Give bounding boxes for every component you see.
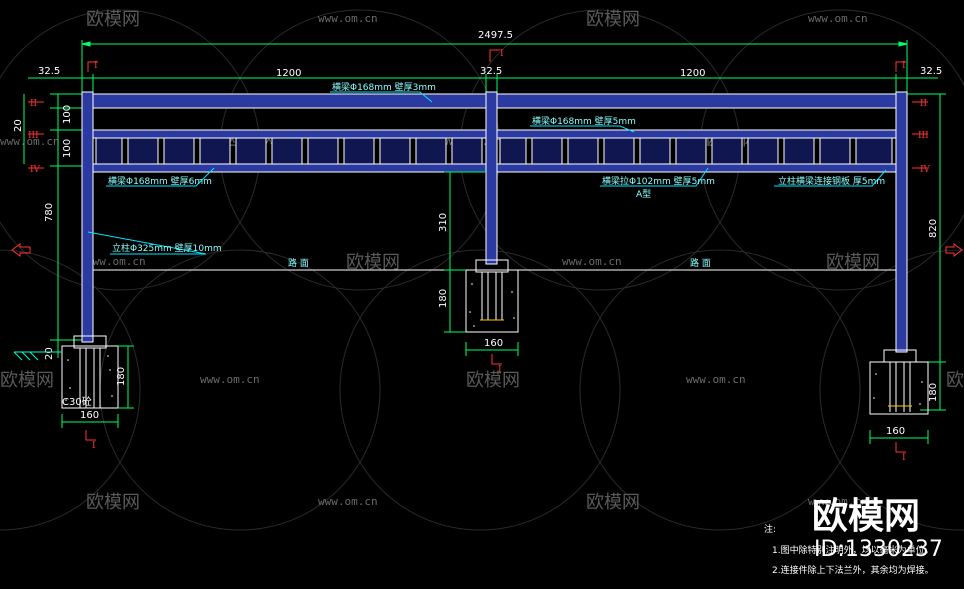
watermark-url: www.om.cn bbox=[86, 255, 146, 268]
section-mark-i: I bbox=[500, 49, 504, 59]
road-label: 路 面 bbox=[690, 257, 711, 269]
section-markers-top bbox=[87, 49, 906, 72]
section-mark-i: I bbox=[92, 441, 96, 451]
dim-span-right: 1200 bbox=[680, 68, 705, 79]
leader-lines bbox=[87, 91, 887, 255]
dim-left-780: 780 bbox=[44, 203, 55, 222]
watermark-brand: 欧模网 bbox=[86, 492, 140, 513]
section-mark-i: I bbox=[498, 365, 502, 375]
left-dimensions bbox=[23, 93, 82, 358]
dim-mid-edge: 32.5 bbox=[480, 66, 502, 77]
level-markers-right bbox=[912, 101, 928, 169]
watermark-layer: 欧模网 www.om.cn 欧模网 www.om.cn 欧模网 www.om.c… bbox=[0, 9, 964, 513]
footing-mid bbox=[465, 259, 519, 333]
level-mark-ii: II bbox=[920, 99, 928, 109]
arrow-marker-left bbox=[11, 243, 31, 257]
label-top-rail: 横梁Φ168mm 壁厚3mm bbox=[332, 81, 436, 93]
section-mark-i: I bbox=[902, 61, 906, 71]
brand-watermark: 欧模网 bbox=[812, 496, 920, 537]
dim-footing-left bbox=[61, 345, 134, 428]
dim-left-edge: 32.5 bbox=[38, 66, 60, 77]
road-label: 路 面 bbox=[288, 257, 309, 269]
dim-span-left: 1200 bbox=[276, 68, 301, 79]
level-mark-iv: IV bbox=[920, 165, 931, 175]
watermark-url: www.om.cn bbox=[200, 373, 260, 386]
notes-heading: 注: bbox=[764, 523, 776, 535]
label-lower-rail: 横梁Φ168mm 壁厚6mm bbox=[108, 175, 212, 187]
dim-footing-width: 160 bbox=[80, 410, 99, 421]
dim-footing-right bbox=[869, 430, 929, 444]
footing-left bbox=[13, 335, 119, 409]
watermark-brand: 欧模网 bbox=[86, 9, 140, 30]
dim-left-100a: 100 bbox=[62, 105, 73, 124]
top-dimensions bbox=[28, 40, 938, 94]
level-mark-iii: III bbox=[28, 131, 39, 141]
arrow-marker-right bbox=[945, 243, 963, 257]
label-post: 立柱Φ325mm 壁厚10mm bbox=[112, 242, 222, 254]
level-mark-iii: III bbox=[918, 131, 929, 141]
watermark-url: www.om.cn bbox=[0, 135, 60, 148]
dim-total-width: 2497.5 bbox=[478, 30, 513, 41]
dim-mid-310: 310 bbox=[438, 213, 449, 232]
watermark-url: www.om.cn bbox=[562, 255, 622, 268]
dim-footing-width: 160 bbox=[484, 338, 503, 349]
label-inner-rail-type: A型 bbox=[636, 189, 651, 200]
level-mark-iv: IV bbox=[30, 165, 41, 175]
dim-mid-180: 180 bbox=[438, 289, 449, 308]
section-marker-bottom bbox=[491, 354, 502, 365]
watermark-brand: 欧模网 bbox=[466, 370, 520, 391]
level-mark-ii: II bbox=[30, 99, 38, 109]
watermark-brand: 欧模网 bbox=[0, 370, 54, 391]
section-marker-bottom bbox=[895, 442, 906, 453]
dim-footing-width: 160 bbox=[886, 426, 905, 437]
label-mid-rail: 横梁Φ168mm 壁厚5mm bbox=[532, 115, 636, 127]
watermark-brand: 欧模网 bbox=[826, 252, 880, 273]
right-dimensions bbox=[907, 93, 946, 411]
watermark-brand: 欧模网 bbox=[946, 370, 964, 391]
section-mark-i: I bbox=[94, 61, 98, 71]
dim-right-foot-180: 180 bbox=[928, 383, 939, 402]
label-right-connector: 立柱横梁连接钢板 厚5mm bbox=[778, 175, 885, 187]
watermark-brand: 欧模网 bbox=[586, 492, 640, 513]
note-line-1: 1.图中除特别注明外，均以毫米为单位。 bbox=[772, 544, 934, 556]
watermark-url: www.om.cn bbox=[808, 12, 868, 25]
section-marker-bottom bbox=[85, 430, 96, 441]
section-mark-i: I bbox=[902, 453, 906, 463]
watermark-url: www.om.cn bbox=[686, 373, 746, 386]
dim-left-20: 20 bbox=[13, 119, 24, 132]
notes-block: 注: 1.图中除特别注明外，均以毫米为单位。 2.连接件除上下法兰外，其余均为焊… bbox=[764, 523, 934, 576]
dim-right-820: 820 bbox=[928, 219, 939, 238]
dim-footing-mid bbox=[444, 171, 519, 356]
watermark-url: www.om.cn bbox=[318, 495, 378, 508]
label-inner-rail: 横梁拉Φ102mm 壁厚5mm bbox=[602, 175, 715, 187]
watermark-url: www.om.cn bbox=[318, 12, 378, 25]
concrete-label: C30砼 bbox=[62, 395, 92, 408]
level-markers-left bbox=[28, 101, 44, 169]
watermark-brand: 欧模网 bbox=[586, 9, 640, 30]
dim-left-ground-20: 20 bbox=[44, 347, 55, 360]
note-line-2: 2.连接件除上下法兰外，其余均为焊接。 bbox=[772, 564, 934, 576]
brand-id: ID:1330237 bbox=[814, 537, 943, 562]
dim-footing-height: 180 bbox=[116, 367, 127, 386]
footing-right bbox=[869, 349, 929, 415]
dim-right-edge: 32.5 bbox=[920, 66, 942, 77]
dim-left-100b: 100 bbox=[62, 139, 73, 158]
watermark-url: www.om.cn bbox=[808, 495, 868, 508]
guardrail-posts bbox=[81, 91, 908, 353]
infill-panels bbox=[95, 137, 893, 165]
watermark-brand: 欧模网 bbox=[346, 252, 400, 273]
